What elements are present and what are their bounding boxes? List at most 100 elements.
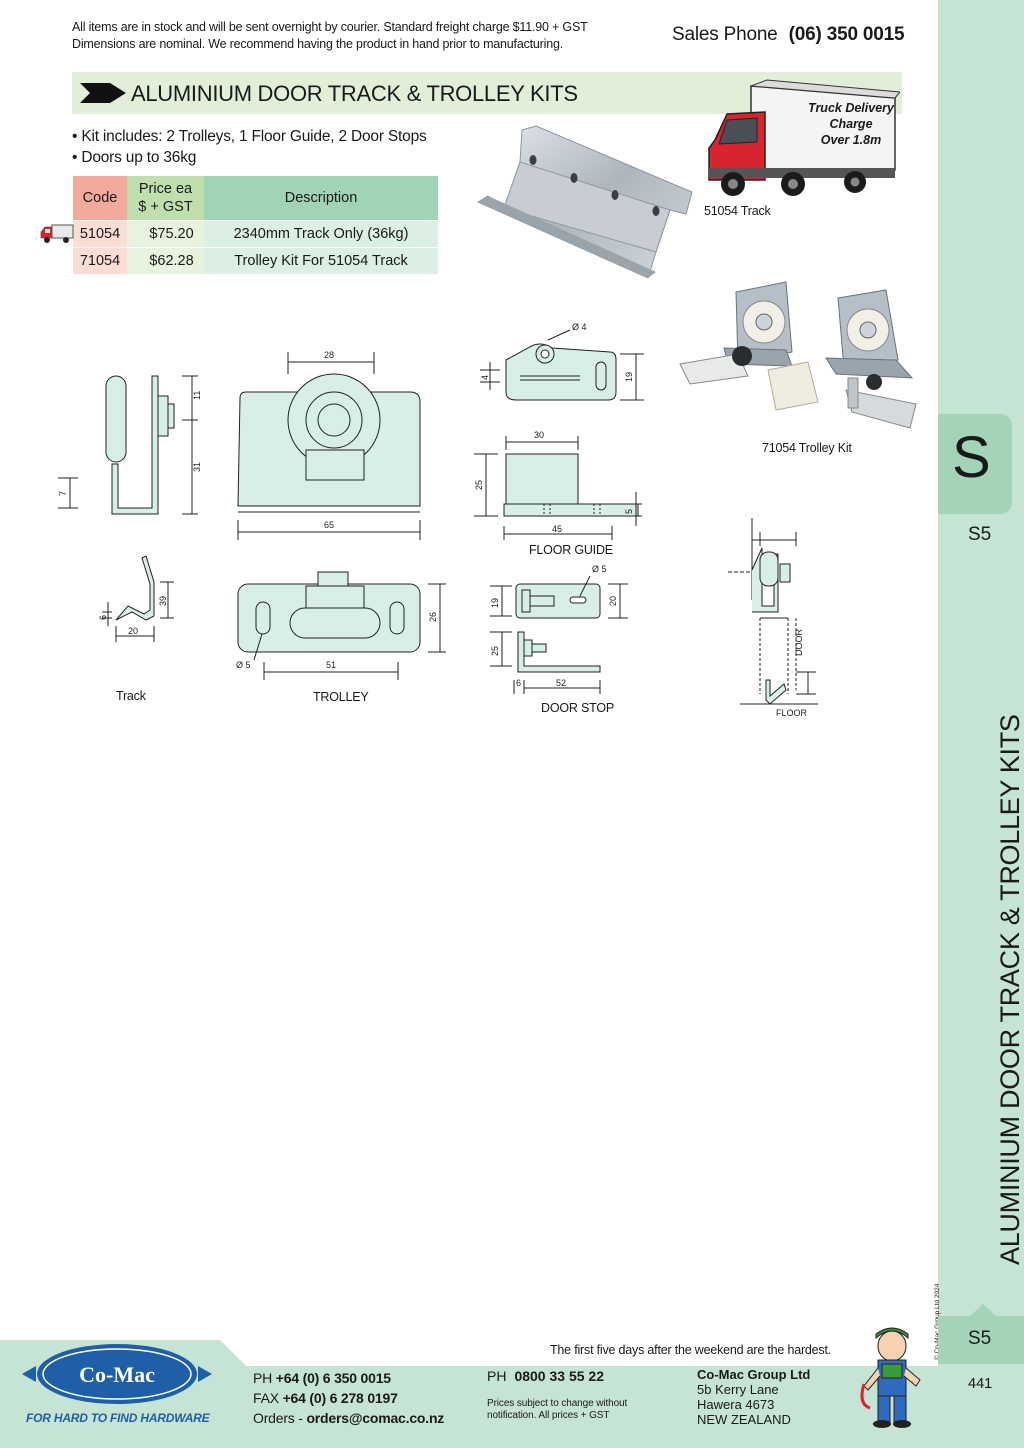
dim-26: 26 xyxy=(428,612,438,622)
door-label: DOOR xyxy=(794,628,804,656)
company-name: Co-Mac Group Ltd xyxy=(697,1367,811,1382)
dim-45: 45 xyxy=(552,524,562,534)
dim-51: 51 xyxy=(326,660,336,670)
arrow-icon xyxy=(80,83,126,103)
header-price-line2: $ + GST xyxy=(138,198,193,215)
contact-block: PH +64 (0) 6 350 0015 FAX +64 (0) 6 278 … xyxy=(253,1368,444,1428)
kit-bullets: • Kit includes: 2 Trolleys, 1 Floor Guid… xyxy=(72,126,427,168)
track-photo-caption: 51054 Track xyxy=(704,204,771,218)
dim-25-stop: 25 xyxy=(490,646,500,656)
mascot-icon xyxy=(860,1327,921,1428)
freephone: PH 0800 33 55 22 xyxy=(487,1368,604,1384)
table-header-row: Code Price ea $ + GST Description xyxy=(73,176,438,220)
row-price: $75.20 xyxy=(127,219,204,247)
footer-quote: The first five days after the weekend ar… xyxy=(550,1343,832,1357)
contact-orders: Orders - orders@comac.co.nz xyxy=(253,1408,444,1428)
product-table: Code Price ea $ + GST Description 51054 … xyxy=(73,176,438,274)
section-tab-bottom xyxy=(938,1316,1024,1364)
contact-phone: PH +64 (0) 6 350 0015 xyxy=(253,1368,444,1388)
delivery-truck-icon xyxy=(40,224,74,243)
section-sidebar xyxy=(938,0,1024,1448)
dim-6: 6 xyxy=(98,615,108,620)
dim-4: 4 xyxy=(480,375,490,380)
dim-52: 52 xyxy=(556,678,566,688)
table-row[interactable]: 71054 $62.28 Trolley Kit For 51054 Track xyxy=(73,246,438,274)
sales-phone-label: Sales Phone xyxy=(672,24,778,45)
truck-delivery-text: Truck Delivery Charge Over 1.8m xyxy=(806,100,896,148)
orders-label: Orders - xyxy=(253,1410,303,1426)
dim-20-stop: 20 xyxy=(608,596,618,606)
dim-30: 30 xyxy=(534,430,544,440)
section-code-top: S5 xyxy=(968,524,992,545)
trolley-photo-caption: 71054 Trolley Kit xyxy=(762,441,852,455)
phone-label: PH xyxy=(253,1370,273,1386)
bullet-door-weight: • Doors up to 36kg xyxy=(72,149,197,166)
header-price-line1: Price ea xyxy=(138,180,193,197)
truck-line-2: Charge xyxy=(829,117,873,131)
orders-email-link[interactable]: orders@comac.co.nz xyxy=(306,1410,445,1426)
sales-phone-number[interactable]: (06) 350 0015 xyxy=(788,24,905,45)
trolley-drawing-label: TROLLEY xyxy=(313,690,369,704)
prices-note: Prices subject to change without notific… xyxy=(487,1398,628,1421)
truck-line-1: Truck Delivery xyxy=(808,101,894,115)
truck-line-3: Over 1.8m xyxy=(820,133,882,147)
trolley-kit-photo xyxy=(679,281,917,429)
comac-logo[interactable]: Co-Mac xyxy=(22,1342,212,1408)
truck-delivery-icon xyxy=(708,79,900,196)
section-letter: S xyxy=(952,425,991,490)
header-code: Code xyxy=(73,176,127,220)
dim-6-stop: 6 xyxy=(516,678,521,688)
address-line-2: Hawera 4673 xyxy=(697,1397,775,1412)
track-drawing-label: Track xyxy=(116,689,146,703)
section-tab[interactable]: S xyxy=(938,414,1012,514)
logo-text: Co-Mac xyxy=(79,1362,155,1387)
tab-notch xyxy=(970,1304,996,1316)
tagline: FOR HARD TO FIND HARDWARE xyxy=(26,1411,210,1425)
stock-notice: All items are in stock and will be sent … xyxy=(72,19,652,53)
phone-number[interactable]: +64 (0) 6 350 0015 xyxy=(275,1370,391,1386)
dim-31: 31 xyxy=(192,462,202,472)
fax-label: FAX xyxy=(253,1390,279,1406)
dim-65: 65 xyxy=(324,520,334,530)
dim-39: 39 xyxy=(158,596,168,606)
row-description: 2340mm Track Only (36kg) xyxy=(204,219,438,247)
dim-dia4: Ø 4 xyxy=(572,322,587,332)
dim-11: 11 xyxy=(192,391,202,400)
sidebar-vertical-title: ALUMINIUM DOOR TRACK & TROLLEY KITS xyxy=(995,714,1024,1265)
dim-19: 19 xyxy=(624,372,634,382)
technical-drawings: 11 31 7 28 65 39 6 20 26 51 Ø 5 Ø 4 19 4… xyxy=(58,322,818,718)
sales-phone: Sales Phone (06) 350 0015 xyxy=(672,24,905,46)
row-description: Trolley Kit For 51054 Track xyxy=(204,246,438,274)
freephone-label: PH xyxy=(487,1368,507,1384)
floor-label: FLOOR xyxy=(776,708,808,718)
row-code: 71054 xyxy=(73,246,127,274)
header-description: Description xyxy=(204,176,438,220)
dim-19-stop: 19 xyxy=(490,598,500,608)
company-address: Co-Mac Group Ltd 5b Kerry Lane Hawera 46… xyxy=(697,1367,810,1427)
row-code: 51054 xyxy=(73,219,127,247)
page-title: ALUMINIUM DOOR TRACK & TROLLEY KITS xyxy=(131,81,578,106)
address-line-3: NEW ZEALAND xyxy=(697,1412,791,1427)
row-price: $62.28 xyxy=(127,246,204,274)
address-line-1: 5b Kerry Lane xyxy=(697,1382,779,1397)
page-number: 441 xyxy=(968,1376,993,1392)
dim-28: 28 xyxy=(324,350,334,360)
header-price: Price ea $ + GST xyxy=(127,176,204,220)
dim-7: 7 xyxy=(58,491,68,496)
floor-guide-label: FLOOR GUIDE xyxy=(529,543,613,557)
table-row[interactable]: 51054 $75.20 2340mm Track Only (36kg) xyxy=(73,219,438,247)
dim-dia5: Ø 5 xyxy=(236,660,251,670)
section-code-bottom: S5 xyxy=(968,1328,992,1349)
fax-number: +64 (0) 6 278 0197 xyxy=(282,1390,398,1406)
dim-25: 25 xyxy=(474,480,484,490)
door-stop-label: DOOR STOP xyxy=(541,701,614,715)
track-photo xyxy=(476,125,693,279)
bullet-kit-includes: • Kit includes: 2 Trolleys, 1 Floor Guid… xyxy=(72,128,427,145)
dim-5: 5 xyxy=(624,509,634,514)
freephone-number[interactable]: 0800 33 55 22 xyxy=(514,1368,604,1384)
notice-line-2: Dimensions are nominal. We recommend hav… xyxy=(72,37,563,51)
dim-20: 20 xyxy=(128,626,138,636)
contact-fax: FAX +64 (0) 6 278 0197 xyxy=(253,1388,444,1408)
dim-dia5-stop: Ø 5 xyxy=(592,564,607,574)
notice-line-1: All items are in stock and will be sent … xyxy=(72,20,588,34)
